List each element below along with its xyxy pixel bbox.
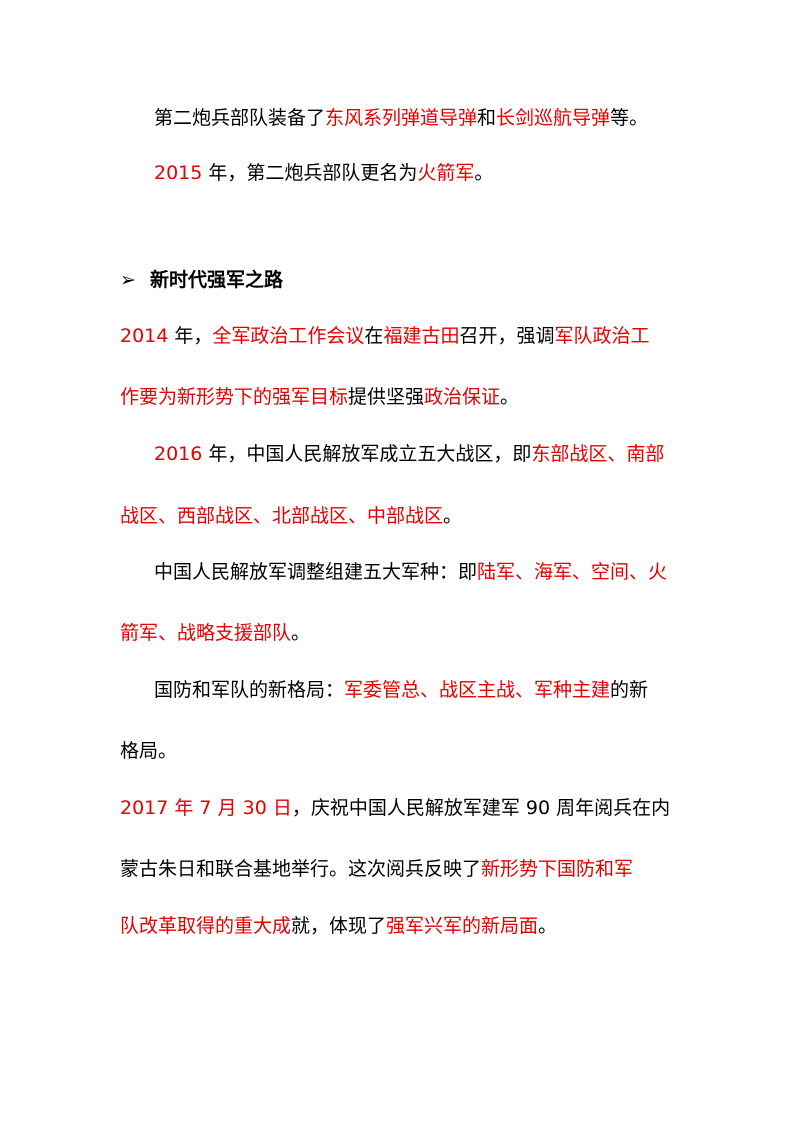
text-run-highlight: 新形势下国防和军 bbox=[481, 858, 634, 880]
text-run-highlight: 强军兴军的新局面 bbox=[386, 915, 539, 937]
text-run-highlight: 2014 bbox=[120, 325, 169, 347]
paragraph-line-4: 作要为新形势下的强军目标提供坚强政治保证。 bbox=[120, 383, 519, 411]
text-run: 的新 bbox=[610, 679, 649, 701]
text-run-highlight: 2016 bbox=[154, 443, 203, 465]
section-heading-text: 新时代强军之路 bbox=[150, 269, 284, 291]
paragraph-line-7: 中国人民解放军调整组建五大军种：即陆军、海军、空间、火 bbox=[154, 558, 667, 586]
text-run: 格局。 bbox=[120, 740, 178, 762]
text-run-highlight: 东风系列弹道导弹 bbox=[325, 107, 478, 129]
section-heading: ➢ 新时代强军之路 bbox=[120, 266, 283, 294]
text-run: 。 bbox=[443, 505, 463, 527]
paragraph-line-8: 箭军、战略支援部队。 bbox=[120, 619, 310, 647]
text-run: 。 bbox=[291, 622, 311, 644]
text-run-highlight: 队改革取得的重大成 bbox=[120, 915, 292, 937]
text-run: 中国人民解放军调整组建五大军种：即 bbox=[154, 561, 478, 583]
text-run-highlight: 火箭军 bbox=[417, 162, 475, 184]
text-run: 和 bbox=[477, 107, 497, 129]
text-run: 蒙古朱日和联合基地举行。这次阅兵反映了 bbox=[120, 858, 482, 880]
paragraph-line-2: 2015 年，第二炮兵部队更名为火箭军。 bbox=[154, 159, 493, 187]
text-run-highlight: 箭军、战略支援部队 bbox=[120, 622, 292, 644]
text-run: 。 bbox=[538, 915, 558, 937]
text-run-highlight: 作要为新形势下的强军目标 bbox=[120, 386, 349, 408]
paragraph-line-12: 蒙古朱日和联合基地举行。这次阅兵反映了新形势下国防和军 bbox=[120, 855, 633, 883]
paragraph-line-11: 2017 年 7 月 30 日，庆祝中国人民解放军建军 90 周年阅兵在内 bbox=[120, 794, 670, 822]
text-run: 年，第二炮兵部队更名为 bbox=[202, 162, 418, 184]
paragraph-line-9: 国防和军队的新格局：军委管总、战区主战、军种主建的新 bbox=[154, 676, 648, 704]
text-run-highlight: 2015 bbox=[154, 162, 203, 184]
paragraph-line-5: 2016 年，中国人民解放军成立五大战区，即东部战区、南部 bbox=[154, 440, 664, 468]
text-run: 等。 bbox=[610, 107, 649, 129]
text-run-highlight: 全军政治工作会议 bbox=[212, 325, 365, 347]
paragraph-line-1: 第二炮兵部队装备了东风系列弹道导弹和长剑巡航导弹等。 bbox=[154, 104, 648, 132]
text-run: ，庆祝中国人民解放军建军 90 周年阅兵在内 bbox=[291, 797, 671, 819]
text-run: 年，中国人民解放军成立五大战区，即 bbox=[202, 443, 532, 465]
text-run-highlight: 战区、西部战区、北部战区、中部战区 bbox=[120, 505, 444, 527]
paragraph-line-6: 战区、西部战区、北部战区、中部战区。 bbox=[120, 502, 462, 530]
text-run-highlight: 长剑巡航导弹 bbox=[496, 107, 611, 129]
text-run-highlight: 2017 年 7 月 30 日 bbox=[120, 797, 292, 819]
text-run-highlight: 东部战区、南部 bbox=[531, 443, 665, 465]
text-run: 召开，强调 bbox=[459, 325, 555, 347]
text-run-highlight: 军队政治工 bbox=[554, 325, 650, 347]
text-run-highlight: 政治保证 bbox=[424, 386, 501, 408]
text-run: 第二炮兵部队装备了 bbox=[154, 107, 326, 129]
paragraph-line-13: 队改革取得的重大成就，体现了强军兴军的新局面。 bbox=[120, 912, 557, 940]
text-run: 。 bbox=[474, 162, 494, 184]
text-run-highlight: 福建古田 bbox=[383, 325, 460, 347]
text-run-highlight: 军委管总、战区主战、军种主建 bbox=[344, 679, 611, 701]
text-run: 提供坚强 bbox=[348, 386, 425, 408]
text-run: 。 bbox=[500, 386, 520, 408]
text-run: 在 bbox=[364, 325, 384, 347]
text-run: 年， bbox=[168, 325, 213, 347]
text-run-highlight: 陆军、海军、空间、火 bbox=[477, 561, 668, 583]
paragraph-line-10: 格局。 bbox=[120, 737, 177, 765]
paragraph-line-3: 2014 年，全军政治工作会议在福建古田召开，强调军队政治工 bbox=[120, 322, 649, 350]
text-run: 就，体现了 bbox=[291, 915, 387, 937]
arrow-bullet-icon: ➢ bbox=[120, 269, 136, 291]
text-run: 国防和军队的新格局： bbox=[154, 679, 345, 701]
